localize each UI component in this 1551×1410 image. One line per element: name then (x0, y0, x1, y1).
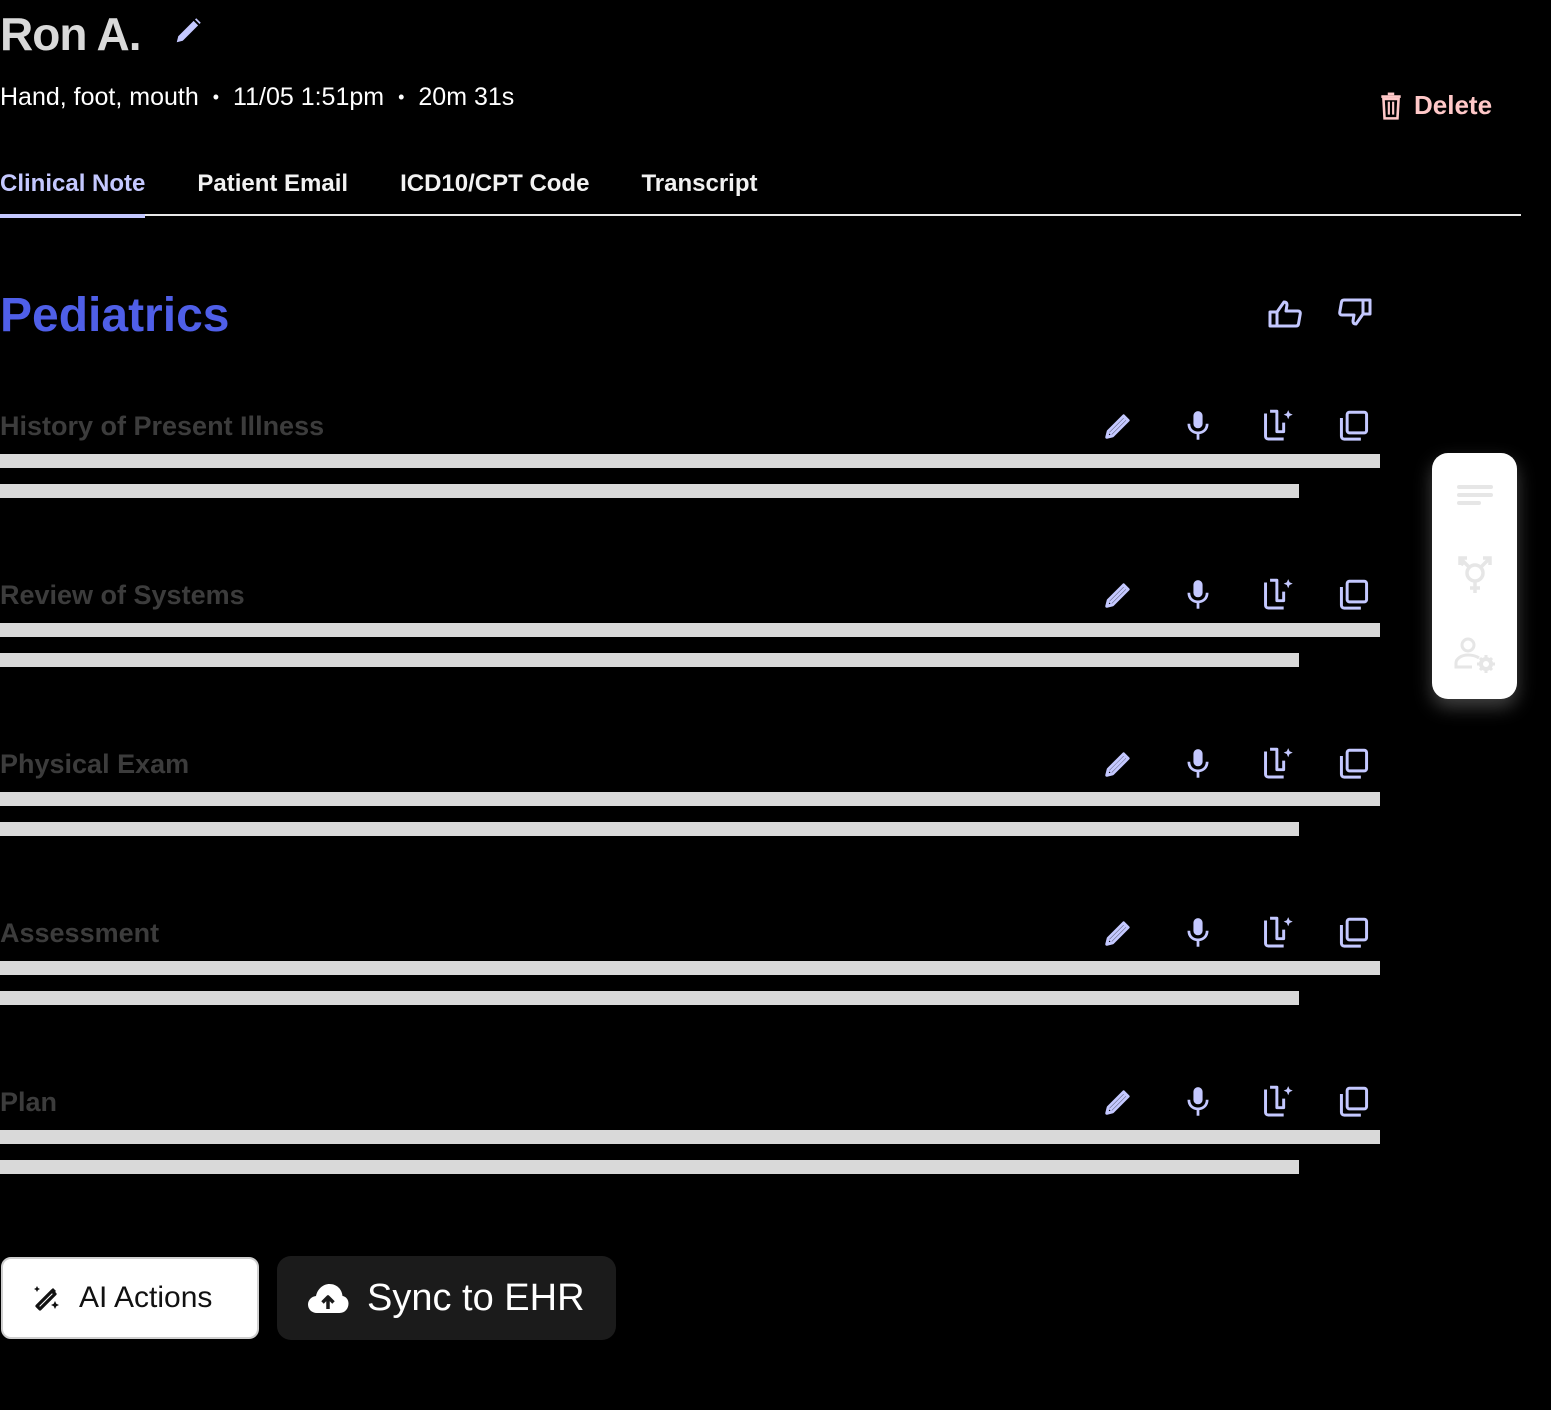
note-template-title: Pediatrics (0, 289, 230, 342)
trash-icon (1381, 92, 1401, 120)
placeholder-text-line (0, 822, 1299, 836)
copy-section-button[interactable] (1334, 746, 1374, 786)
ai-insert-icon (1262, 916, 1294, 955)
pencil-icon (1102, 580, 1134, 615)
dictate-section-button[interactable] (1178, 577, 1218, 617)
note-format-button[interactable] (1452, 473, 1498, 519)
section-title: Plan (0, 1087, 58, 1117)
placeholder-text-line (0, 991, 1299, 1005)
dictate-section-button[interactable] (1178, 1084, 1218, 1124)
copy-icon (1338, 917, 1370, 954)
note-section: History of Present Illness (0, 408, 1390, 538)
thumbs-up-icon (1268, 300, 1302, 328)
placeholder-text-line (0, 1160, 1299, 1174)
tab-transcript[interactable]: Transcript (641, 170, 758, 197)
pencil-icon (1102, 411, 1134, 446)
sync-label: Sync to EHR (367, 1276, 585, 1319)
copy-icon (1338, 579, 1370, 616)
separator-dot: • (212, 87, 220, 107)
microphone-icon (1185, 748, 1211, 785)
microphone-icon (1185, 917, 1211, 954)
copy-section-button[interactable] (1334, 577, 1374, 617)
microphone-icon (1185, 410, 1211, 447)
copy-icon (1338, 410, 1370, 447)
edit-section-button[interactable] (1098, 1084, 1138, 1124)
placeholder-text-line (0, 623, 1380, 637)
pencil-icon (176, 18, 201, 43)
placeholder-text-line (0, 1130, 1380, 1144)
dictate-section-button[interactable] (1178, 408, 1218, 448)
ai-insert-button[interactable] (1258, 746, 1298, 786)
dictate-section-button[interactable] (1178, 915, 1218, 955)
ai-insert-button[interactable] (1258, 915, 1298, 955)
visit-duration: 20m 31s (418, 83, 515, 111)
pencil-icon (1102, 1087, 1134, 1122)
text-lines-icon (1457, 485, 1493, 505)
placeholder-text-line (0, 792, 1380, 806)
placeholder-text-line (0, 653, 1299, 667)
tab-clinical-note[interactable]: Clinical Note (0, 166, 146, 218)
microphone-icon (1185, 1086, 1211, 1123)
ai-insert-button[interactable] (1258, 577, 1298, 617)
pencil-icon (1102, 749, 1134, 784)
copy-icon (1338, 1086, 1370, 1123)
copy-section-button[interactable] (1334, 915, 1374, 955)
tab-patient-email[interactable]: Patient Email (197, 170, 349, 197)
sync-to-ehr-button[interactable]: Sync to EHR (277, 1256, 616, 1340)
copy-section-button[interactable] (1334, 1084, 1374, 1124)
ai-insert-button[interactable] (1258, 408, 1298, 448)
ai-insert-icon (1262, 409, 1294, 448)
microphone-icon (1185, 579, 1211, 616)
edit-section-button[interactable] (1098, 577, 1138, 617)
patient-name: Ron A. (0, 8, 141, 60)
thumbs-down-icon (1338, 298, 1372, 326)
note-section: Review of Systems (0, 577, 1390, 707)
ai-actions-label: AI Actions (79, 1281, 213, 1314)
gender-icon (1458, 556, 1492, 593)
copy-icon (1338, 748, 1370, 785)
ai-actions-button[interactable]: AI Actions (1, 1257, 259, 1339)
visit-meta: Hand, foot, mouth • 11/05 1:51pm • 20m 3… (0, 82, 514, 112)
thumbs-down-button[interactable] (1334, 294, 1374, 334)
note-section: Assessment (0, 915, 1390, 1045)
copy-section-button[interactable] (1334, 408, 1374, 448)
side-panel (1432, 453, 1517, 699)
edit-section-button[interactable] (1098, 746, 1138, 786)
edit-section-button[interactable] (1098, 915, 1138, 955)
edit-name-button[interactable] (172, 16, 204, 46)
separator-dot: • (398, 87, 405, 107)
note-section: Physical Exam (0, 746, 1390, 876)
tab-icd10-cpt-code[interactable]: ICD10/CPT Code (400, 170, 590, 197)
visit-reason: Hand, foot, mouth (0, 83, 199, 111)
placeholder-text-line (0, 961, 1380, 975)
note-section: Plan (0, 1084, 1390, 1214)
section-title: Review of Systems (0, 580, 245, 610)
section-title: Assessment (0, 918, 160, 948)
thumbs-up-button[interactable] (1266, 294, 1306, 334)
edit-section-button[interactable] (1098, 408, 1138, 448)
cloud-upload-icon (308, 1284, 349, 1313)
dictate-section-button[interactable] (1178, 746, 1218, 786)
ai-insert-icon (1262, 578, 1294, 617)
delete-button[interactable]: Delete (1378, 90, 1492, 121)
gender-button[interactable] (1452, 553, 1498, 599)
user-settings-icon (1454, 637, 1495, 673)
ai-insert-button[interactable] (1258, 1084, 1298, 1124)
visit-datetime: 11/05 1:51pm (233, 83, 385, 111)
pencil-icon (1102, 918, 1134, 953)
section-title: History of Present Illness (0, 411, 325, 441)
delete-label: Delete (1414, 90, 1493, 120)
ai-insert-icon (1262, 1085, 1294, 1124)
placeholder-text-line (0, 454, 1380, 468)
placeholder-text-line (0, 484, 1299, 498)
section-title: Physical Exam (0, 749, 190, 779)
note-tabs: Clinical Note Patient Email ICD10/CPT Co… (0, 166, 1521, 218)
user-settings-button[interactable] (1452, 633, 1498, 679)
magic-wand-icon (34, 1286, 59, 1311)
ai-insert-icon (1262, 747, 1294, 786)
